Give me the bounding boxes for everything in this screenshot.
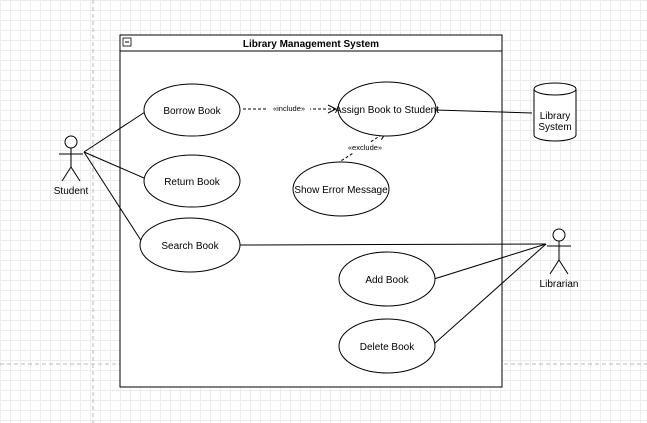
stick-figure-icon: [59, 135, 83, 182]
stick-figure-icon: [547, 228, 571, 275]
delete-librarian-association: [433, 243, 547, 345]
student-return-association: [83, 151, 145, 179]
use-case-label: Assign Book to Student: [335, 105, 439, 116]
database-cylinder-icon: [533, 82, 577, 142]
use-case-delete-book[interactable]: Delete Book: [338, 318, 436, 374]
use-case-label: Show Error Message: [294, 185, 388, 196]
use-case-show-error[interactable]: Show Error Message: [292, 161, 390, 217]
use-case-label: Borrow Book: [163, 106, 221, 117]
use-case-return-book[interactable]: Return Book: [143, 154, 241, 208]
use-case-assign-book[interactable]: Assign Book to Student: [335, 81, 439, 137]
include-relation: «include»: [243, 103, 336, 114]
collapse-icon[interactable]: [122, 37, 132, 47]
actor-label: Student: [54, 186, 89, 197]
database-label-line2: System: [538, 122, 571, 133]
system-title: Library Management System: [243, 39, 379, 50]
library-system-database[interactable]: Library System: [533, 82, 577, 142]
exclude-label: «exclude»: [348, 143, 382, 152]
student-search-association: [83, 151, 143, 243]
use-case-label: Add Book: [365, 275, 409, 286]
add-librarian-association: [433, 243, 547, 280]
use-case-label: Return Book: [164, 177, 221, 188]
use-case-label: Search Book: [161, 241, 219, 252]
search-librarian-association: [239, 243, 547, 246]
exclude-relation: «exclude»: [332, 132, 386, 167]
include-label: «include»: [273, 104, 305, 113]
assign-library-system-association: [435, 109, 533, 114]
use-case-label: Delete Book: [360, 342, 415, 353]
actor-librarian[interactable]: Librarian: [540, 228, 579, 290]
use-case-borrow-book[interactable]: Borrow Book: [143, 83, 241, 137]
use-case-search-book[interactable]: Search Book: [139, 217, 241, 273]
database-label-line1: Library: [540, 111, 571, 122]
actor-student[interactable]: Student: [54, 135, 89, 197]
student-borrow-association: [83, 111, 146, 153]
actor-label: Librarian: [540, 279, 579, 290]
use-case-add-book[interactable]: Add Book: [338, 251, 436, 307]
